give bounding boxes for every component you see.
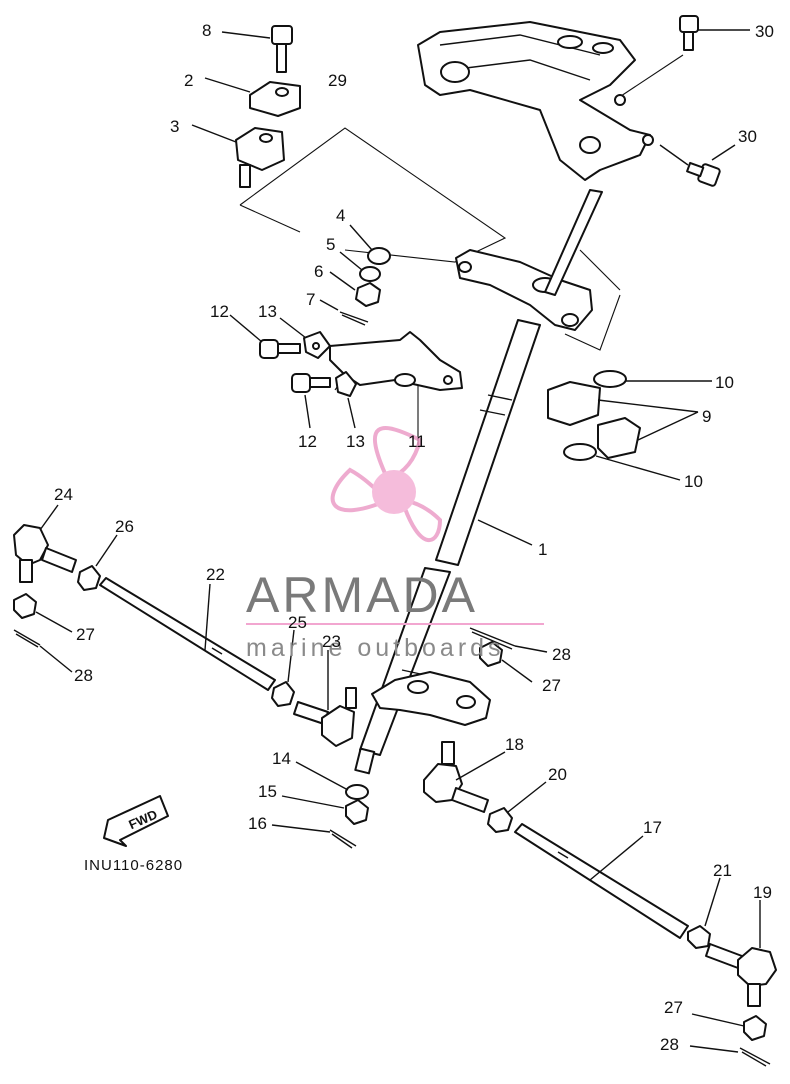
tie-rod-end-23	[293, 650, 357, 747]
bushing-9	[547, 381, 699, 459]
washer-10-upper	[593, 370, 712, 388]
bolt-30-top	[679, 15, 750, 51]
tie-rod-end-18	[423, 741, 506, 813]
callout-7: 7	[306, 290, 315, 309]
callout-6: 6	[314, 262, 323, 281]
bolt-8	[221, 25, 293, 73]
callout-2: 2	[184, 71, 193, 90]
callout-13-lower: 13	[346, 432, 365, 451]
callouts: 8 2 3 29 30 30 4 5 6 7 12 13 12 13 11 10…	[54, 21, 774, 1054]
callout-20: 20	[548, 765, 567, 784]
washer-10-lower	[563, 443, 681, 481]
callout-11: 11	[408, 432, 426, 451]
callout-5: 5	[326, 235, 335, 254]
bolt-30-side	[659, 144, 736, 187]
callout-10-lower: 10	[684, 472, 703, 491]
tie-rod-end-24	[13, 504, 77, 583]
callout-28-right: 28	[660, 1035, 679, 1054]
nut-25	[271, 629, 295, 707]
callout-1: 1	[538, 540, 547, 559]
clamp-2	[204, 77, 301, 117]
callout-22: 22	[206, 565, 225, 584]
cotter-pin-28-mid	[469, 627, 548, 653]
cotter-pin-28-right	[689, 1045, 771, 1067]
nut-6	[329, 271, 381, 307]
callout-30-side: 30	[738, 127, 757, 146]
callout-3: 3	[170, 117, 179, 136]
handle-bracket-29	[417, 21, 654, 181]
callout-26: 26	[115, 517, 134, 536]
callout-4: 4	[336, 206, 345, 225]
clamp-3	[191, 124, 285, 188]
callout-27-right: 27	[664, 998, 683, 1017]
lower-steering-arm	[371, 671, 491, 726]
callout-25: 25	[288, 613, 307, 632]
armada-watermark: ARMADA marine outboards	[246, 426, 544, 662]
nut-21	[687, 877, 721, 949]
callout-24: 24	[54, 485, 73, 504]
nut-26	[77, 534, 118, 591]
cotter-pin-7	[319, 299, 369, 326]
callout-23: 23	[322, 632, 341, 651]
fwd-arrow: FWD	[103, 795, 169, 847]
cotter-pin-28-left	[13, 629, 73, 673]
castle-nut-27-left	[13, 593, 73, 633]
nut-20	[487, 781, 547, 833]
watermark-tagline: marine outboards	[246, 634, 505, 662]
callout-27-left: 27	[76, 625, 95, 644]
bolt-12-upper	[229, 314, 301, 359]
cotter-pin-16	[271, 824, 357, 849]
callout-13-upper: 13	[258, 302, 277, 321]
castle-nut-27-right	[691, 1013, 767, 1041]
collar-13-upper	[279, 317, 331, 359]
callout-29: 29	[328, 71, 347, 90]
propeller-logo	[330, 426, 443, 543]
washer-14	[295, 761, 369, 800]
leader-lines	[239, 54, 684, 445]
washer-5	[339, 251, 381, 282]
castle-nut-27-mid	[479, 641, 533, 683]
drawing-code: INU110-6280	[84, 857, 183, 874]
bolt-12-lower	[291, 373, 331, 429]
washer-4	[349, 224, 391, 265]
callout-17: 17	[643, 818, 662, 837]
watermark-brand: ARMADA	[246, 567, 478, 623]
upper-arm-bracket	[455, 249, 593, 331]
callout-19: 19	[753, 883, 772, 902]
tie-rod-22	[99, 577, 276, 691]
tie-rod-17	[514, 823, 689, 939]
callout-21: 21	[713, 861, 732, 880]
callout-28-mid: 28	[552, 645, 571, 664]
callout-18: 18	[505, 735, 524, 754]
tie-rod-end-19	[705, 900, 777, 1007]
callout-27-mid: 27	[542, 676, 561, 695]
callout-8: 8	[202, 21, 211, 40]
callout-15: 15	[258, 782, 277, 801]
callout-14: 14	[272, 749, 291, 768]
callout-10-upper: 10	[715, 373, 734, 392]
callout-12-lower: 12	[298, 432, 317, 451]
nut-15	[281, 795, 369, 825]
callout-12-upper: 12	[210, 302, 229, 321]
collar-13-lower	[335, 371, 357, 429]
callout-28-left: 28	[74, 666, 93, 685]
callout-9: 9	[702, 407, 711, 426]
callout-16: 16	[248, 814, 267, 833]
callout-30-top: 30	[755, 22, 774, 41]
